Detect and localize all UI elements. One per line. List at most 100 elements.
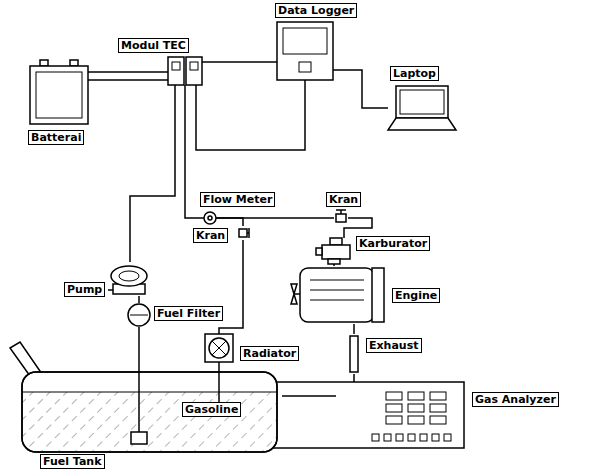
- component: Engine: [290, 266, 385, 324]
- radiator-symbol: [205, 334, 233, 362]
- wire: [88, 71, 168, 73]
- fuel-tank-symbol: [138, 372, 140, 432]
- pipe-connector: [353, 374, 355, 382]
- gas-analyzer-symbol: [420, 434, 427, 441]
- flow-meter-symbol: [208, 216, 212, 220]
- pipe-connector: [353, 324, 355, 334]
- component: Radiator: [205, 334, 233, 362]
- pipe-connector: [333, 264, 335, 266]
- gas-analyzer-symbol: [408, 416, 424, 424]
- component-label: Kran: [193, 228, 228, 243]
- tec-module-symbol: [172, 62, 180, 70]
- carburetor-symbol: [316, 248, 322, 255]
- fuel-tank-symbol: [131, 432, 147, 444]
- battery-symbol: [36, 72, 82, 118]
- component-label: Data Logger: [275, 3, 357, 18]
- pipe-connector: [344, 218, 372, 238]
- fuel-filter-symbol: [128, 304, 150, 326]
- gas-analyzer-symbol: [430, 416, 446, 424]
- engine-symbol: [372, 268, 384, 322]
- wire: [88, 71, 168, 73]
- fuel-tank-symbol: [22, 392, 277, 393]
- gas-analyzer-symbol: [384, 434, 391, 441]
- part-label: Gasoline: [182, 402, 241, 417]
- exhaust-pipe: [350, 336, 358, 372]
- component: Flow Meter: [204, 212, 216, 224]
- pump-symbol: [119, 271, 139, 281]
- gas-analyzer-symbol: [268, 382, 464, 448]
- pump-symbol: [111, 266, 147, 286]
- component: Batterai: [30, 66, 88, 124]
- component-label: Pump: [64, 282, 105, 297]
- gas-analyzer-symbol: [386, 416, 402, 424]
- battery-symbol: [40, 60, 48, 66]
- gas-analyzer-symbol: [432, 434, 439, 441]
- radiator-symbol: [212, 341, 226, 355]
- component: Fuel Filter: [128, 303, 150, 327]
- fuel-tank-symbol: [22, 372, 277, 452]
- data-logger-symbol: [299, 62, 311, 72]
- valve-symbol: [239, 229, 247, 237]
- component: Gas Analyzer: [268, 382, 464, 448]
- gas-analyzer-symbol: [444, 434, 451, 441]
- component-label: Fuel Tank: [40, 454, 105, 469]
- pipe-connector: [202, 61, 277, 63]
- gas-analyzer-symbol: [396, 434, 403, 441]
- fuel-tank-symbol: [22, 392, 277, 452]
- component-label: Fuel Filter: [154, 306, 223, 321]
- carburetor-symbol: [316, 238, 350, 264]
- data-logger-symbol: [277, 22, 333, 80]
- flow-meter-symbol: [204, 212, 216, 224]
- gas-analyzer-symbol: [282, 395, 336, 397]
- battery-symbol: [30, 60, 88, 124]
- exhaust-pipe: [350, 336, 358, 372]
- gas-analyzer-symbol: [372, 434, 379, 441]
- valve-symbol: [336, 209, 346, 211]
- gas-analyzer-symbol: [430, 392, 446, 400]
- component-label: Gas Analyzer: [472, 392, 559, 407]
- gas-analyzer-symbol: [386, 404, 402, 412]
- radiator-symbol: [209, 338, 229, 358]
- component: Laptop: [388, 86, 456, 130]
- pipe-connector: [88, 79, 168, 81]
- tec-module-symbol: [168, 57, 184, 85]
- component: Modul TEC: [168, 57, 202, 85]
- fuel-tank-symbol: [218, 372, 220, 402]
- component: Kran: [237, 226, 249, 240]
- component-label: Radiator: [240, 346, 299, 361]
- laptop-symbol: [400, 90, 444, 114]
- component-label: Modul TEC: [118, 38, 189, 53]
- fuel-tank-symbol: [22, 372, 277, 452]
- tec-module-symbol: [186, 57, 202, 85]
- carburetor-symbol: [322, 245, 350, 259]
- pipe-connector: [130, 85, 175, 262]
- fuel-tank-symbol: [10, 342, 277, 452]
- pump-symbol: [108, 289, 113, 291]
- component-label: Kran: [326, 192, 361, 207]
- radiator-symbol: [205, 334, 233, 362]
- flow-meter-symbol: [204, 212, 216, 224]
- tec-module-symbol: [190, 62, 198, 70]
- pipe-connector: [196, 80, 305, 150]
- carburetor-symbol: [328, 259, 340, 264]
- component-label: Exhaust: [366, 338, 422, 353]
- fuel-filter-symbol: [130, 315, 148, 316]
- data-logger-symbol: [283, 28, 327, 54]
- fuel-filter-symbol: [128, 304, 150, 326]
- component-label: Engine: [392, 288, 440, 303]
- engine-symbol: [291, 268, 384, 322]
- battery-symbol: [70, 60, 78, 66]
- gas-analyzer-symbol: [408, 392, 424, 400]
- battery-symbol: [30, 66, 88, 124]
- valve-symbol: [239, 210, 346, 238]
- radiator-symbol: [212, 341, 226, 355]
- pump-symbol: [108, 266, 147, 294]
- engine-symbol: [310, 280, 364, 281]
- component-label: Batterai: [28, 130, 84, 145]
- data-logger-symbol: [277, 22, 333, 80]
- gas-analyzer-symbol: [430, 404, 446, 412]
- pipe-connector: [218, 362, 220, 372]
- laptop-symbol: [396, 86, 448, 118]
